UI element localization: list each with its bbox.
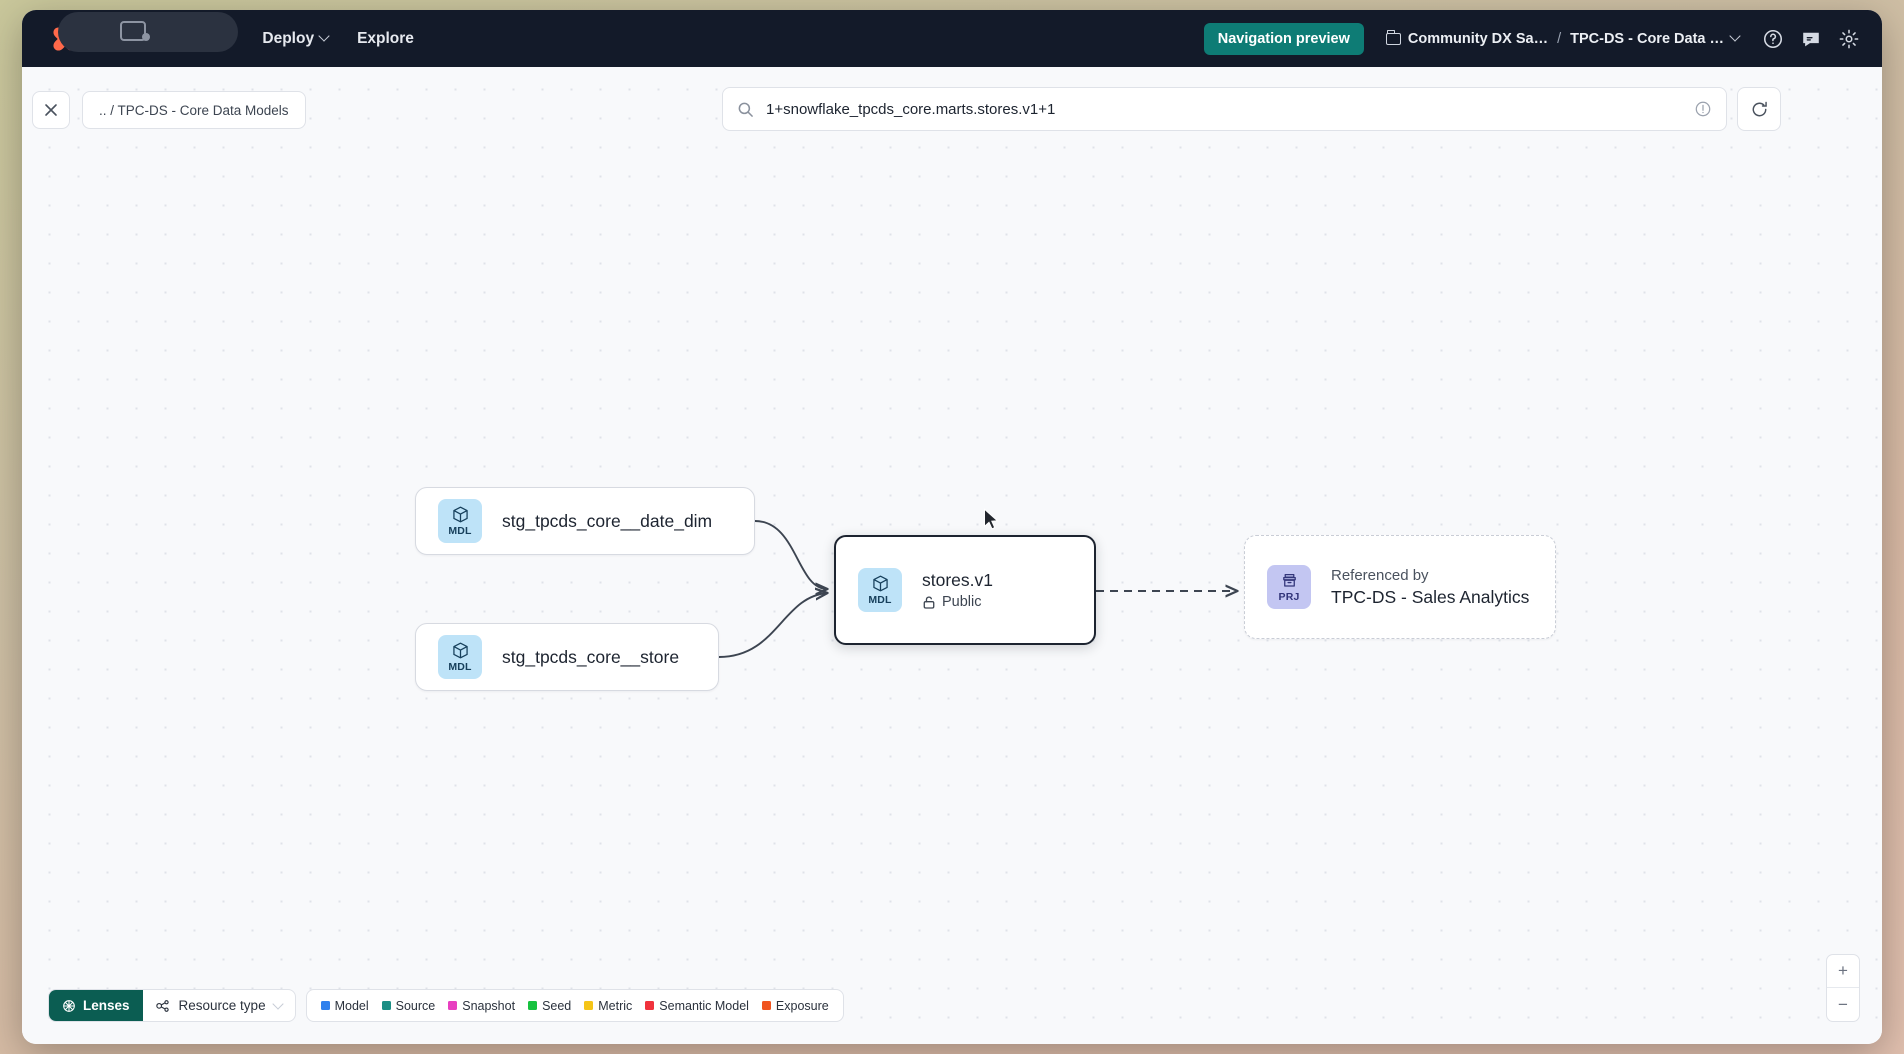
zoom-controls: + − bbox=[1826, 954, 1860, 1022]
lineage-node-stg-store[interactable]: MDL stg_tpcds_core__store bbox=[415, 623, 719, 691]
lineage-bottom-toolbar: Lenses Resource type Model bbox=[48, 989, 844, 1022]
legend-swatch-exposure bbox=[761, 1001, 771, 1010]
chevron-down-icon bbox=[320, 32, 329, 41]
tab-dot-icon bbox=[142, 33, 150, 41]
legend-item-source: Source bbox=[381, 998, 436, 1013]
node-title: TPC-DS - Sales Analytics bbox=[1331, 586, 1530, 607]
legend-label: Seed bbox=[542, 998, 572, 1013]
breadcrumb-project-label: TPC-DS - Core Data … bbox=[1570, 30, 1724, 47]
node-access: Public bbox=[922, 594, 993, 610]
resource-badge-prj: PRJ bbox=[1267, 565, 1311, 609]
close-icon bbox=[45, 104, 57, 116]
chevron-down-icon bbox=[1731, 32, 1740, 41]
chevron-down-icon bbox=[274, 1000, 283, 1009]
lineage-node-stores-v1[interactable]: MDL stores.v1 Public bbox=[834, 535, 1096, 645]
legend-swatch-source bbox=[381, 1001, 391, 1010]
breadcrumb-separator: / bbox=[1557, 30, 1562, 47]
legend-swatch-snapshot bbox=[448, 1001, 458, 1010]
resource-badge-mdl: MDL bbox=[438, 635, 482, 679]
resource-type-dropdown[interactable]: Resource type bbox=[143, 990, 295, 1021]
lineage-breadcrumb-chip[interactable]: .. / TPC-DS - Core Data Models bbox=[82, 91, 306, 129]
legend-label: Semantic Model bbox=[659, 998, 749, 1013]
node-kicker: Referenced by bbox=[1331, 566, 1429, 584]
node-title: stores.v1 bbox=[922, 570, 993, 590]
cube-icon bbox=[872, 575, 888, 592]
zoom-in-button[interactable]: + bbox=[1827, 955, 1859, 988]
resource-type-legend: Model Source Snapshot Seed Metric bbox=[305, 989, 844, 1022]
header-icon-group bbox=[1762, 28, 1860, 50]
folder-icon bbox=[1385, 29, 1401, 45]
legend-item-seed: Seed bbox=[528, 999, 571, 1013]
lenses-button[interactable]: Lenses bbox=[49, 990, 143, 1021]
help-circle-icon[interactable] bbox=[1762, 28, 1784, 50]
refresh-button[interactable] bbox=[1737, 87, 1781, 131]
close-lineage-button[interactable] bbox=[32, 91, 70, 129]
top-navigation-bar: dbt Develop Deploy Explore Navigation pr… bbox=[22, 10, 1882, 67]
breadcrumb: Community DX Sa… / TPC-DS - Core Data … bbox=[1385, 29, 1740, 47]
edge-date-dim-to-stores bbox=[754, 520, 827, 589]
unlock-icon bbox=[923, 596, 935, 609]
nav-label-explore: Explore bbox=[357, 29, 414, 47]
legend-label: Snapshot bbox=[462, 998, 516, 1013]
node-body: stg_tpcds_core__date_dim bbox=[502, 511, 712, 532]
legend-swatch-seed bbox=[528, 1001, 538, 1010]
zoom-out-button[interactable]: − bbox=[1838, 994, 1848, 1014]
lineage-node-stg-date-dim[interactable]: MDL stg_tpcds_core__date_dim bbox=[415, 487, 755, 555]
legend-label: Source bbox=[395, 998, 436, 1013]
breadcrumb-account-label: Community DX Sa… bbox=[1407, 30, 1549, 47]
legend-swatch-semantic-model bbox=[645, 1001, 655, 1010]
badge-label: MDL bbox=[868, 594, 892, 606]
nav-label-deploy: Deploy bbox=[262, 29, 315, 47]
node-title: stg_tpcds_core__date_dim bbox=[502, 510, 713, 531]
legend-item-exposure: Exposure bbox=[761, 998, 829, 1013]
info-circle-icon[interactable] bbox=[1694, 100, 1712, 118]
mouse-cursor bbox=[984, 508, 999, 530]
lens-icon bbox=[63, 999, 75, 1012]
breadcrumb-project[interactable]: TPC-DS - Core Data … bbox=[1570, 31, 1740, 47]
cube-icon bbox=[452, 642, 468, 659]
legend-swatch-metric bbox=[584, 1001, 594, 1010]
legend-item-metric: Metric bbox=[584, 999, 632, 1013]
resource-type-label: Resource type bbox=[178, 998, 266, 1013]
node-graph-icon bbox=[155, 999, 169, 1012]
browser-window: dbt Develop Deploy Explore Navigation pr… bbox=[22, 10, 1882, 1044]
cube-icon bbox=[452, 506, 468, 523]
node-body: Referenced by TPC-DS - Sales Analytics bbox=[1331, 567, 1529, 608]
legend-item-model: Model bbox=[320, 998, 369, 1013]
legend-item-semantic-model: Semantic Model bbox=[645, 999, 749, 1013]
node-title: stg_tpcds_core__store bbox=[502, 646, 680, 667]
refresh-icon bbox=[1752, 101, 1767, 116]
legend-label: Metric bbox=[598, 998, 633, 1013]
legend-item-snapshot: Snapshot bbox=[448, 999, 515, 1013]
resource-badge-mdl: MDL bbox=[858, 568, 902, 612]
search-icon bbox=[738, 102, 753, 117]
gear-icon[interactable] bbox=[1838, 28, 1860, 50]
search-input[interactable] bbox=[766, 100, 1682, 118]
node-body: stg_tpcds_core__store bbox=[502, 647, 679, 668]
feedback-icon[interactable] bbox=[1800, 28, 1822, 50]
nav-item-deploy[interactable]: Deploy bbox=[262, 30, 329, 48]
lenses-label: Lenses bbox=[83, 998, 130, 1013]
node-access-label: Public bbox=[942, 594, 982, 610]
edge-store-to-stores bbox=[718, 593, 827, 658]
legend-swatch-model bbox=[320, 1001, 330, 1010]
lineage-search-bar[interactable] bbox=[722, 87, 1727, 131]
legend-label: Exposure bbox=[775, 998, 829, 1013]
node-body: stores.v1 Public bbox=[922, 570, 993, 610]
legend-label: Model bbox=[334, 998, 369, 1013]
lineage-node-referenced-project[interactable]: PRJ Referenced by TPC-DS - Sales Analyti… bbox=[1244, 535, 1556, 639]
badge-label: PRJ bbox=[1278, 591, 1300, 603]
lenses-group: Lenses Resource type bbox=[48, 989, 296, 1022]
badge-label: MDL bbox=[448, 525, 472, 537]
navigation-preview-badge[interactable]: Navigation preview bbox=[1203, 22, 1364, 55]
project-stack-icon bbox=[1282, 574, 1296, 587]
lineage-canvas[interactable]: .. / TPC-DS - Core Data Models bbox=[22, 67, 1882, 1044]
browser-tab-nub[interactable] bbox=[58, 12, 238, 52]
badge-label: MDL bbox=[448, 661, 472, 673]
tab-window-icon bbox=[120, 21, 146, 41]
resource-badge-mdl: MDL bbox=[438, 499, 482, 543]
breadcrumb-account[interactable]: Community DX Sa… bbox=[1385, 29, 1549, 47]
nav-item-explore[interactable]: Explore bbox=[357, 30, 414, 48]
